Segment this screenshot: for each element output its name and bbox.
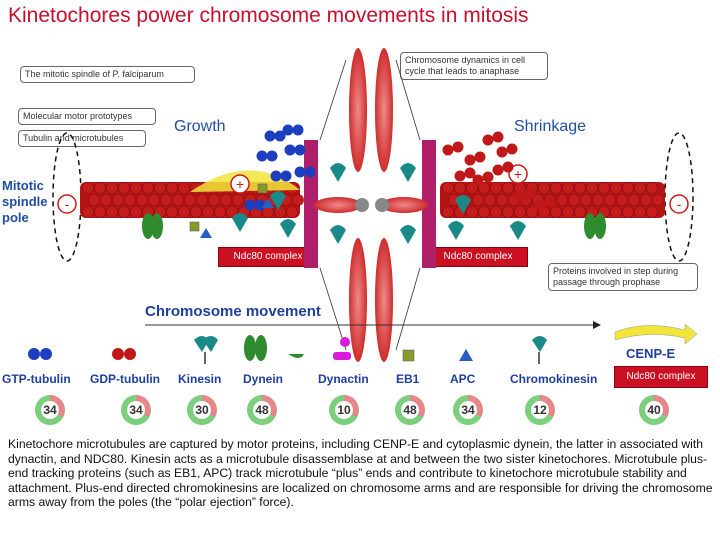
gdp-tubulin-icon (112, 348, 136, 360)
score-value: 30 (195, 403, 209, 417)
caption-text: Kinetochore microtubules are captured by… (8, 437, 714, 510)
score-value: 10 (337, 403, 351, 417)
legend-label-0: GTP-tubulin (2, 372, 71, 386)
score-badge: 10 (329, 395, 359, 425)
minus-sign-right: - (677, 196, 682, 212)
score-value: 34 (461, 403, 475, 417)
score-badge: 34 (121, 395, 151, 425)
score-badges: 34 34 30 48 10 48 34 12 40 (35, 395, 669, 425)
legend-label-7: Chromokinesin (510, 372, 597, 386)
legend-label-1: GDP-tubulin (90, 372, 160, 386)
apc-icon (459, 349, 473, 361)
score-badge: 48 (247, 395, 277, 425)
score-badge: 48 (395, 395, 425, 425)
dynein-icon (244, 335, 304, 361)
legend-label-2: Kinesin (178, 372, 221, 386)
dynactin-icon (333, 337, 351, 360)
ndc80-legend-box: Ndc80 complex (614, 366, 708, 388)
score-badge: 30 (187, 395, 217, 425)
score-value: 34 (129, 403, 143, 417)
central-chromosome (314, 48, 428, 362)
chromokinesin-icon (532, 336, 547, 364)
plus-sign-right: + (514, 166, 522, 182)
legend-icons (28, 335, 547, 364)
score-badge: 34 (453, 395, 483, 425)
legend-label-3: Dynein (243, 372, 283, 386)
cenp-e-arrow (615, 324, 697, 344)
eb1-icon (403, 350, 414, 361)
score-value: 40 (647, 403, 661, 417)
score-value: 48 (255, 403, 269, 417)
legend-label-4: Dynactin (318, 372, 369, 386)
minus-sign-left: - (65, 196, 70, 212)
score-badge: 12 (525, 395, 555, 425)
gtp-tubulin-icon (28, 348, 52, 360)
score-badge: 34 (35, 395, 65, 425)
legend-label-5: EB1 (396, 372, 419, 386)
score-badge: 40 (639, 395, 669, 425)
score-value: 12 (533, 403, 547, 417)
score-value: 48 (403, 403, 417, 417)
score-value: 34 (43, 403, 57, 417)
kinesin-icon (194, 336, 218, 364)
legend-label-6: APC (450, 372, 475, 386)
plus-sign-left: + (236, 176, 244, 192)
